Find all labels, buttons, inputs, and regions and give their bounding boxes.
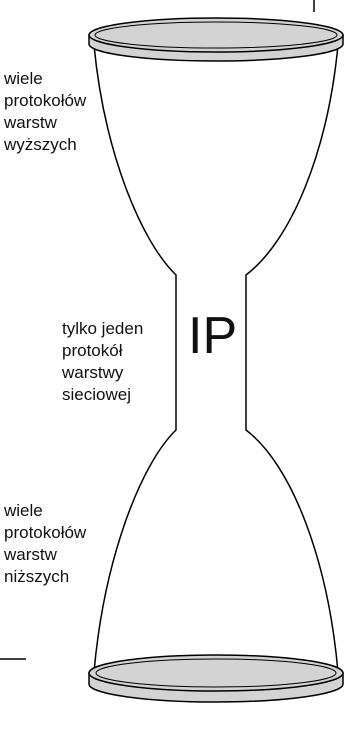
upper-label-line: warstw [4, 113, 57, 132]
middle-label-line: warstwy [62, 363, 124, 382]
lower-label-line: wiele [4, 501, 43, 520]
middle-label-line: tylko jeden [62, 319, 144, 338]
upper-layers-label: wiele protokołów warstw wyższych [4, 68, 86, 156]
lower-label-line: protokołów [4, 523, 87, 542]
ip-label: IP [188, 307, 238, 365]
upper-label-line: protokołów [4, 91, 87, 110]
middle-label-line: sieciowej [62, 385, 131, 404]
bottom-cap [88, 654, 344, 703]
top-cap [88, 17, 344, 62]
lower-layers-label: wiele protokołów warstw niższych [4, 500, 86, 588]
middle-label-line: protokół [62, 341, 123, 360]
network-layer-label: tylko jeden protokół warstwy sieciowej [62, 318, 143, 406]
upper-label-line: wiele [4, 69, 43, 88]
lower-label-line: warstw [4, 545, 57, 564]
lower-label-line: niższych [4, 567, 70, 586]
upper-label-line: wyższych [4, 135, 77, 154]
hourglass-body-outline [93, 44, 339, 673]
